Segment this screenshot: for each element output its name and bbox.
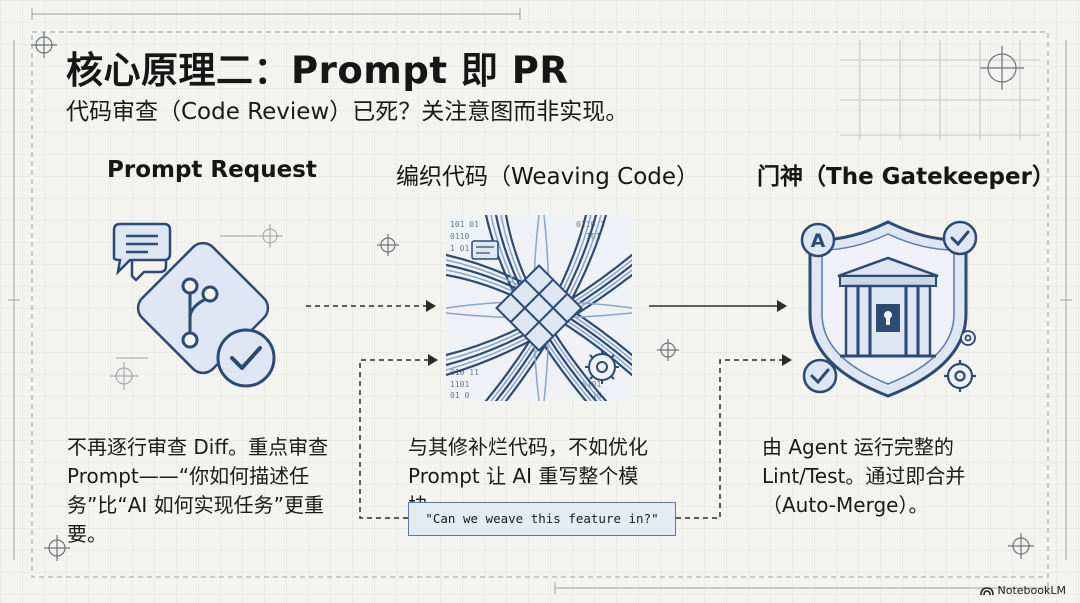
- code-snippet-box: "Can we weave this feature in?": [408, 502, 676, 536]
- flow-arrow-1: [300, 296, 440, 316]
- svg-text:01 0: 01 0: [450, 391, 469, 400]
- column-heading-prompt-request: Prompt Request: [107, 157, 317, 183]
- column-heading-gatekeeper: 门神（The Gatekeeper）: [757, 157, 1055, 191]
- column-heading-weaving-code: 编织代码（Weaving Code）: [396, 157, 699, 191]
- notebooklm-brand: NotebookLM: [980, 584, 1066, 597]
- brand-label: NotebookLM: [998, 584, 1066, 597]
- svg-text:A: A: [811, 230, 826, 252]
- prompt-request-description: 不再逐行审查 Diff。重点审查 Prompt——“你如何描述任务”比“AI 如…: [67, 433, 329, 549]
- svg-text:1101: 1101: [450, 380, 469, 389]
- shield-gate-icon: A: [798, 218, 984, 400]
- svg-text:101 01: 101 01: [450, 220, 479, 229]
- git-pull-request-icon: [108, 218, 298, 393]
- svg-text:0110 1: 0110 1: [576, 220, 605, 229]
- page-subtitle: 代码审查（Code Review）已死？关注意图而非实现。: [66, 92, 628, 126]
- svg-text:1 01: 1 01: [450, 244, 469, 253]
- notebooklm-logo-icon: [980, 586, 994, 596]
- page-title: 核心原理二：Prompt 即 PR: [66, 40, 568, 94]
- gatekeeper-description: 由 Agent 运行完整的 Lint/Test。通过即合并（Auto-Merge…: [762, 433, 994, 520]
- svg-text:0110: 0110: [450, 232, 469, 241]
- flow-arrow-2: [645, 296, 791, 316]
